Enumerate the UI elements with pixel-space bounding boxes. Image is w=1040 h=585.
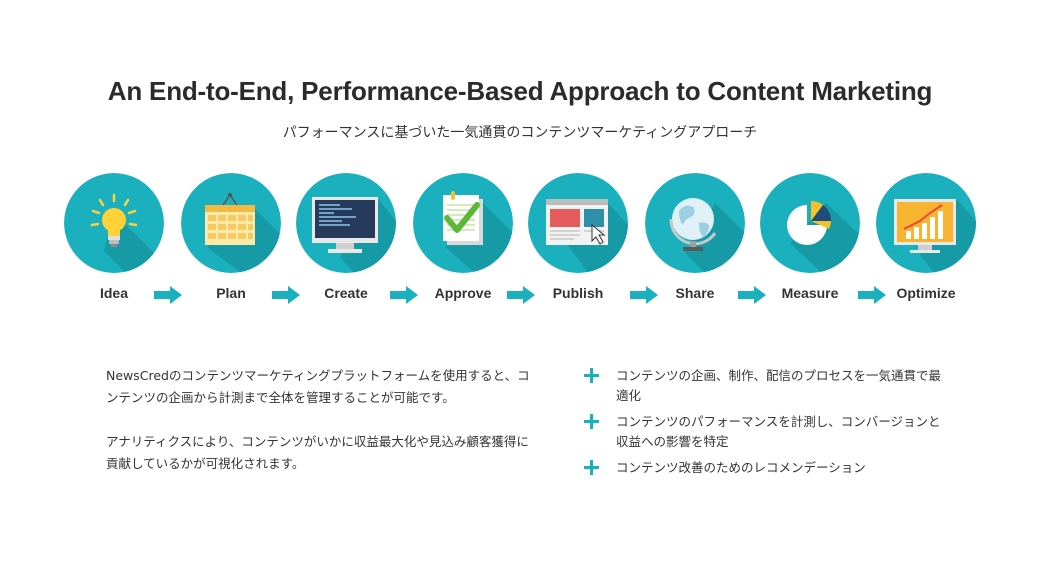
step-label: Optimize xyxy=(896,285,956,301)
webpage-icon xyxy=(528,173,628,273)
benefit-list: コンテンツの企画、制作、配信のプロセスを一気通貫で最適化 コンテンツのパフォーマ… xyxy=(584,366,944,484)
monitor-icon xyxy=(296,173,396,273)
page-title: An End-to-End, Performance-Based Approac… xyxy=(107,76,933,106)
step-label: Publish xyxy=(552,285,604,301)
globe-icon xyxy=(645,173,745,273)
step-label: Create xyxy=(324,285,368,301)
arrow-right-icon xyxy=(272,286,300,304)
growth-chart-icon xyxy=(876,173,976,273)
calendar-icon xyxy=(181,173,281,273)
arrow-right-icon xyxy=(390,286,418,304)
step-label: Measure xyxy=(781,285,839,301)
step-label: Idea xyxy=(99,285,128,301)
arrow-right-icon xyxy=(858,286,886,304)
arrow-right-icon xyxy=(630,286,658,304)
description-paragraph: アナリティクスにより、コンテンツがいかに収益最大化や見込み顧客獲得に貢献している… xyxy=(106,434,529,471)
description: NewsCredのコンテンツマーケティングプラットフォームを使用すると、コンテン… xyxy=(106,365,536,497)
plus-icon xyxy=(584,368,599,383)
pie-chart-icon xyxy=(760,173,860,273)
process-steps: Idea Plan xyxy=(0,173,1040,313)
step-label: Plan xyxy=(216,285,246,301)
step-label: Share xyxy=(675,285,715,301)
arrow-right-icon xyxy=(738,286,766,304)
plus-icon xyxy=(584,460,599,475)
list-item-text: コンテンツ改善のためのレコメンデーション xyxy=(616,460,866,475)
list-item-text: コンテンツのパフォーマンスを計測し、コンバージョンと収益への影響を特定 xyxy=(616,414,941,449)
arrow-right-icon xyxy=(154,286,182,304)
step-label: Approve xyxy=(434,285,492,301)
list-item: コンテンツの企画、制作、配信のプロセスを一気通貫で最適化 xyxy=(584,366,944,406)
description-paragraph: NewsCredのコンテンツマーケティングプラットフォームを使用すると、コンテン… xyxy=(106,368,530,405)
page-subtitle: パフォーマンスに基づいた一気通貫のコンテンツマーケティングアプローチ xyxy=(282,125,758,141)
arrow-right-icon xyxy=(507,286,535,304)
list-item-text: コンテンツの企画、制作、配信のプロセスを一気通貫で最適化 xyxy=(616,368,942,403)
checklist-icon xyxy=(413,173,513,273)
plus-icon xyxy=(584,414,599,429)
list-item: コンテンツのパフォーマンスを計測し、コンバージョンと収益への影響を特定 xyxy=(584,412,944,452)
list-item: コンテンツ改善のためのレコメンデーション xyxy=(584,458,944,478)
lightbulb-icon xyxy=(64,173,164,273)
